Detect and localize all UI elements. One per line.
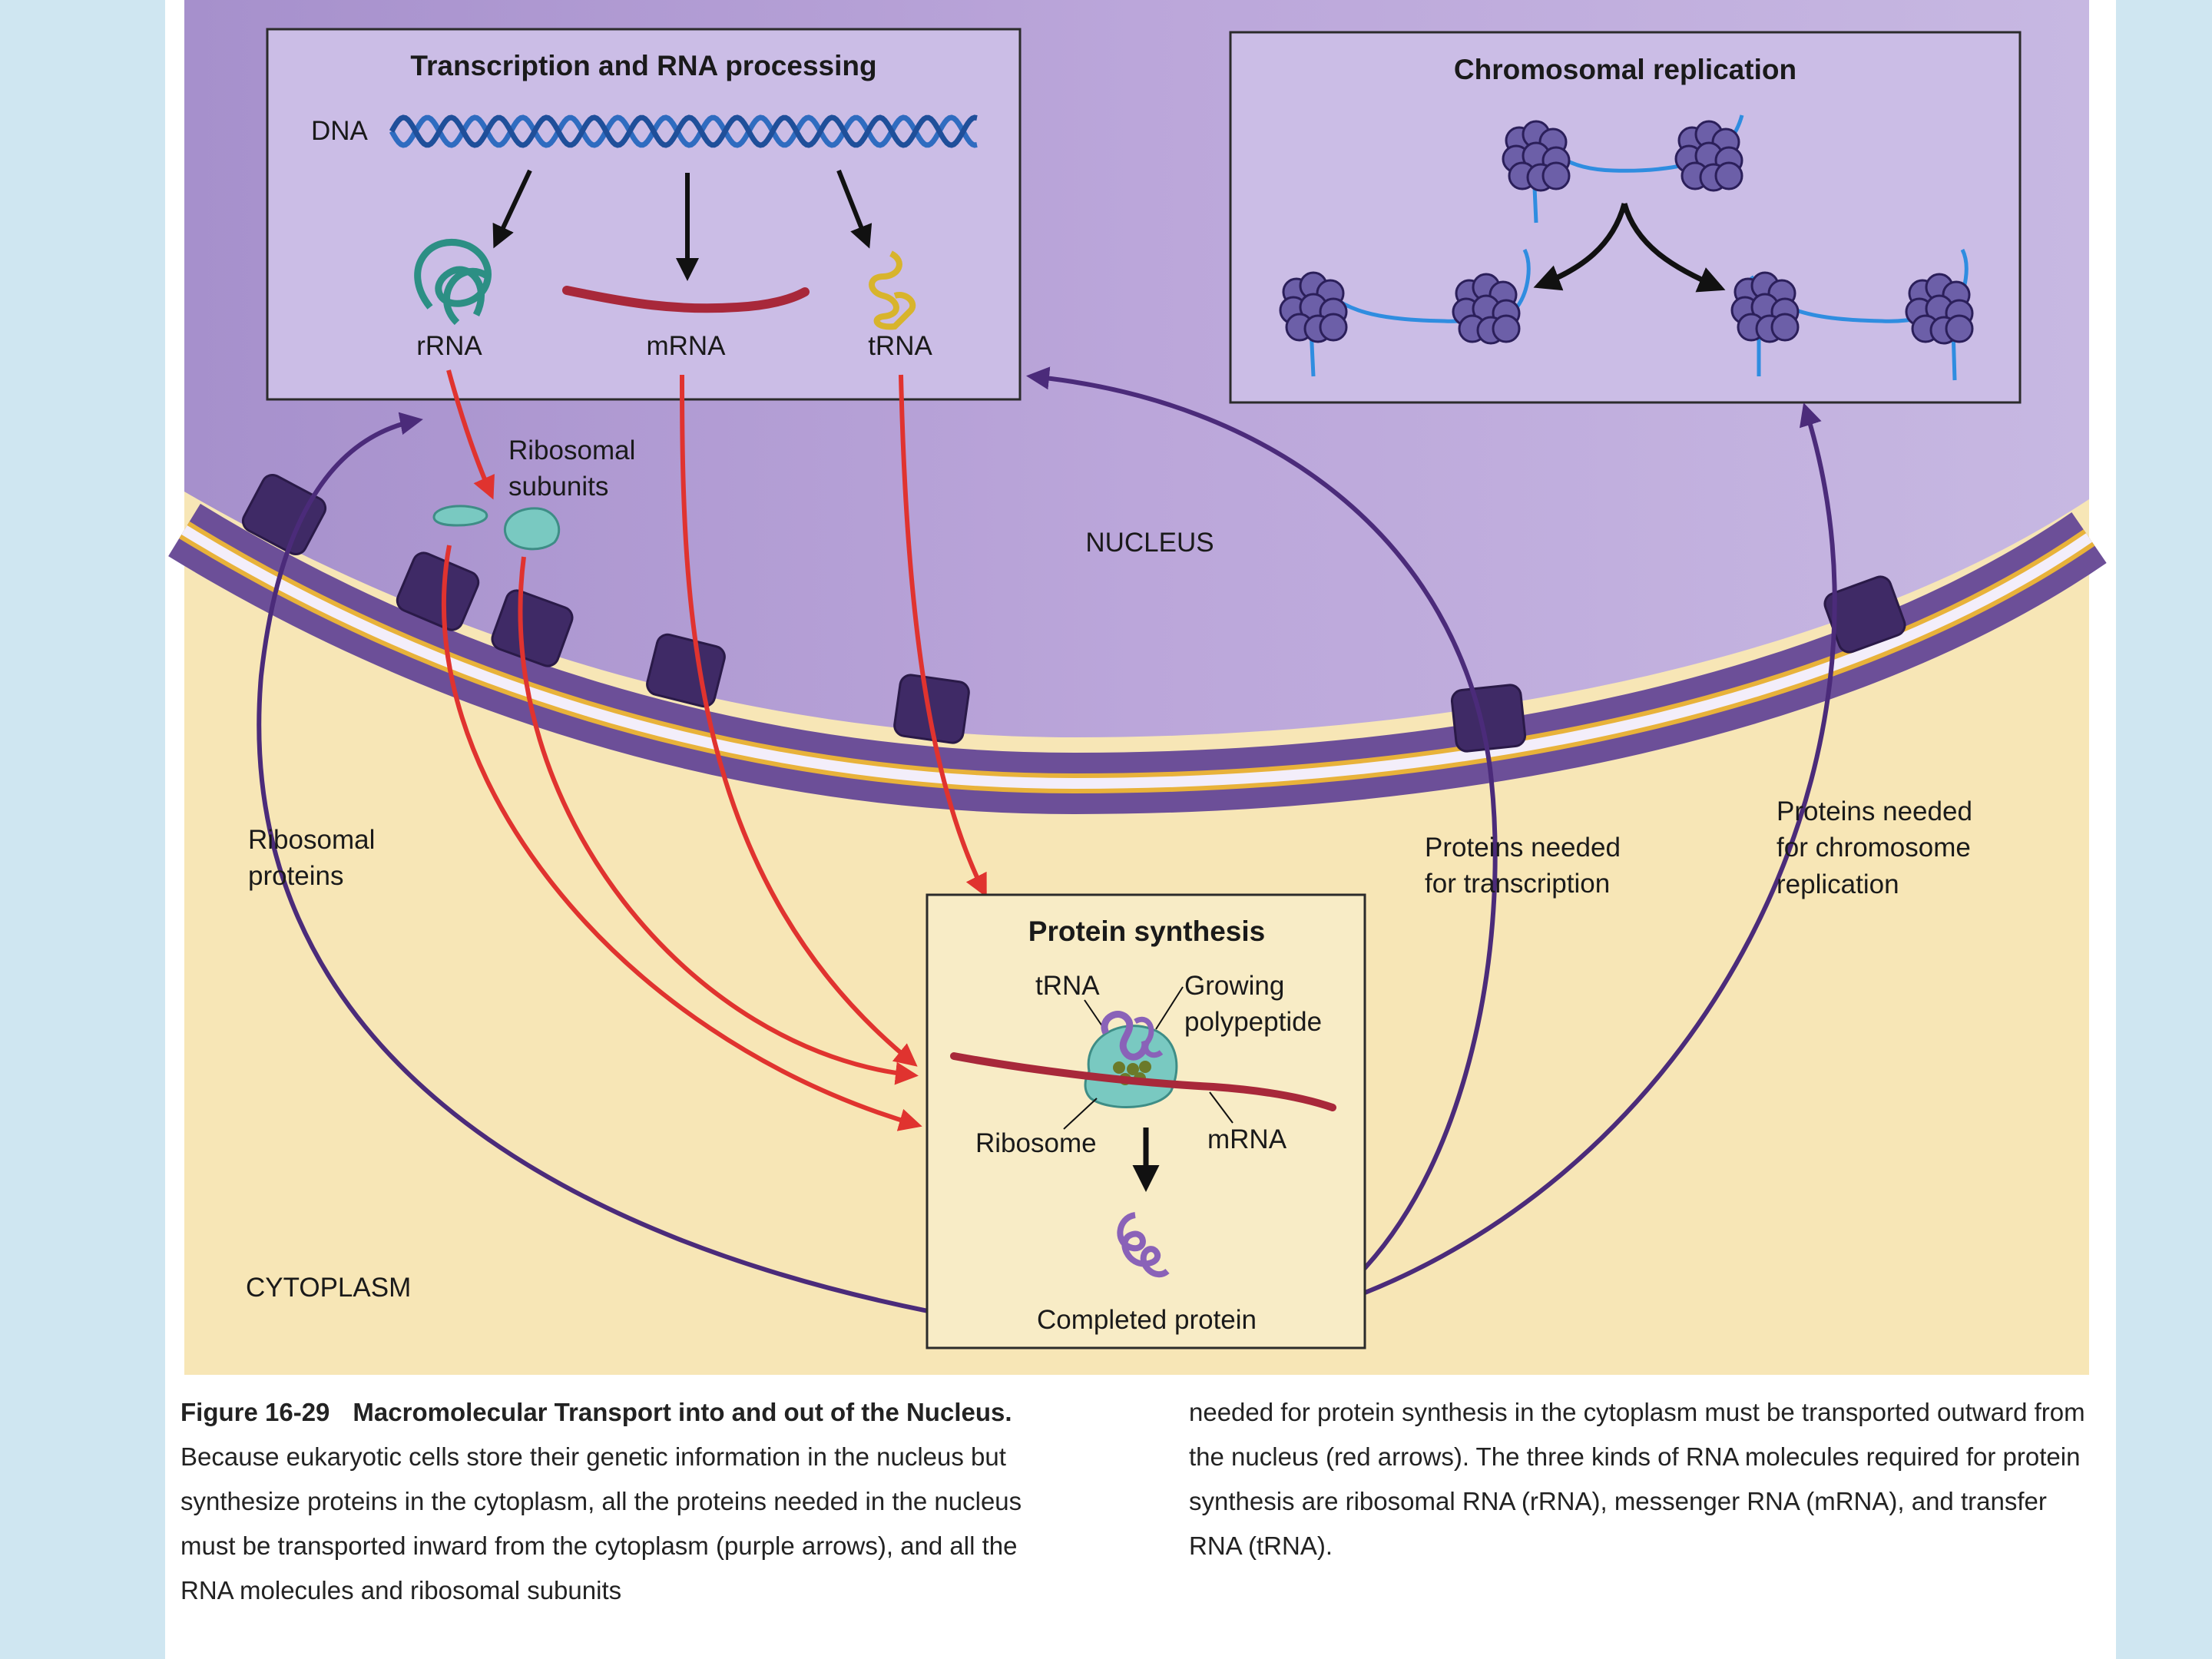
replication-proteins-label: for chromosome <box>1777 833 1971 863</box>
growing-polypeptide-label: polypeptide <box>1184 1007 1322 1037</box>
mrna-pointer <box>1209 1091 1233 1124</box>
dna-label: DNA <box>311 116 369 146</box>
cytoplasm-label: CYTOPLASM <box>246 1273 411 1303</box>
ribosomal-proteins-label: proteins <box>248 861 344 891</box>
ribosome-pointer <box>1063 1098 1098 1130</box>
transcription-panel <box>266 28 1022 401</box>
protein-synthesis-panel <box>926 893 1366 1349</box>
growing-polypeptide-icon <box>1134 1017 1164 1058</box>
rrna-to-subunits-arrow <box>446 369 495 500</box>
large-ribosomal-subunit-icon <box>504 507 561 551</box>
arrow-to-rrna <box>492 169 532 249</box>
transcription-proteins-label: Proteins needed <box>1425 833 1621 863</box>
figure-number: Figure 16-29 <box>180 1398 330 1426</box>
nuclear-pore <box>893 674 970 744</box>
replication-proteins-label: replication <box>1777 869 1899 899</box>
replication-panel <box>1229 31 2022 404</box>
completed-protein-icon <box>1117 1212 1170 1278</box>
protein-synthesis-title: Protein synthesis <box>1028 916 1265 947</box>
arrow-to-trna <box>836 169 873 249</box>
completed-protein-label: Completed protein <box>1037 1305 1257 1335</box>
nucleosome-cluster <box>1905 273 1974 345</box>
trna-icon <box>869 250 916 330</box>
transcription-title: Transcription and RNA processing <box>410 50 876 81</box>
ps-mrna-strand-icon <box>950 1052 1336 1111</box>
rrna-label: rRNA <box>416 331 482 361</box>
mrna-export-arrow <box>680 374 918 1067</box>
ps-trna-icon <box>1101 1011 1149 1061</box>
purple-arrows <box>257 366 1837 1323</box>
ps-trna-label: tRNA <box>1035 971 1100 1001</box>
growing-polypeptide-label: Growing <box>1184 971 1284 1001</box>
nuclear-pore <box>1450 684 1527 753</box>
figure-title: Macromolecular Transport into and out of… <box>353 1398 1012 1426</box>
ribosomal-proteins-import-arrow <box>257 412 982 1323</box>
replication-proteins-import-arrow <box>1305 402 1837 1316</box>
replication-fork-arrows <box>1533 203 1628 291</box>
trna-export-arrow <box>899 374 987 898</box>
chromosome-clusters <box>1279 120 1974 345</box>
nucleosome-cluster <box>1730 271 1800 343</box>
mrna-strand-icon <box>562 286 810 313</box>
red-arrows <box>441 369 987 1131</box>
transcription-proteins-import-arrow <box>1026 366 1498 1323</box>
caption-left: Figure 16-29 Macromolecular Transport int… <box>180 1390 1071 1613</box>
ps-mrna-label: mRNA <box>1207 1124 1287 1154</box>
mrna-label: mRNA <box>646 331 726 361</box>
trna-label: tRNA <box>868 331 932 361</box>
caption-left-text: Because eukaryotic cells store their gen… <box>180 1442 1022 1604</box>
ribosomal-subunits-label: subunits <box>508 472 608 502</box>
nucleosome-cluster <box>1279 271 1348 343</box>
polypeptide-pointer <box>1155 986 1184 1030</box>
right-margin <box>2116 0 2212 1659</box>
ribosome-label: Ribosome <box>975 1128 1097 1158</box>
rrna-icon <box>414 239 492 326</box>
transcription-proteins-label: for transcription <box>1425 869 1610 899</box>
replication-proteins-label: Proteins needed <box>1777 796 1972 826</box>
large-subunit-export-arrow <box>518 556 919 1085</box>
dna-helix <box>389 114 978 148</box>
nuclear-pores <box>241 473 1906 753</box>
small-subunit-export-arrow <box>441 545 922 1131</box>
replication-title: Chromosomal replication <box>1454 54 1796 85</box>
replication-fork-arrows-right <box>1621 203 1726 293</box>
small-ribosomal-subunit-icon <box>432 505 488 527</box>
nuclear-pore <box>396 551 480 631</box>
nuclear-envelope-inner <box>181 525 2092 790</box>
nucleosome-cluster <box>1452 273 1521 345</box>
nuclear-pore <box>241 473 327 556</box>
ribosomal-proteins-label: Ribosomal <box>248 825 375 855</box>
ribosomal-subunits-label: Ribosomal <box>508 435 635 465</box>
nucleosome-cluster <box>1502 120 1571 192</box>
nucleosome-cluster <box>1674 120 1743 192</box>
caption-right-text: needed for protein synthesis in the cyto… <box>1189 1398 2085 1560</box>
caption-right: needed for protein synthesis in the cyto… <box>1189 1390 2103 1568</box>
nucleus-label: NUCLEUS <box>1085 528 1214 558</box>
